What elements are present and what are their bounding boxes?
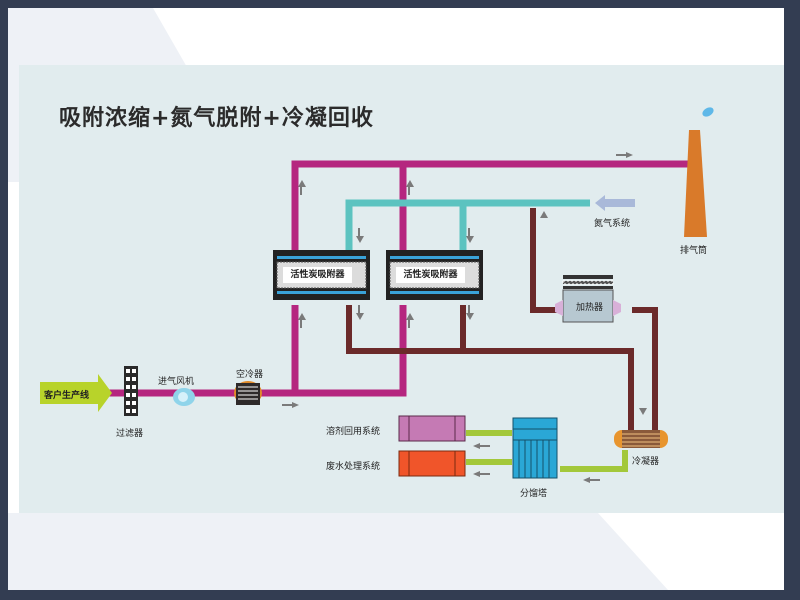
desorb-1	[346, 305, 463, 354]
arrow-down-icon	[639, 408, 647, 415]
source-arrow-icon	[40, 374, 112, 412]
exhaust-pipes	[100, 160, 695, 397]
arrow-down-icon	[466, 236, 474, 243]
liquid-pipes	[466, 430, 628, 472]
arrow-up-icon	[540, 211, 548, 218]
nitrogen-pipes	[345, 199, 590, 252]
arrow-up-icon	[406, 180, 414, 187]
arrow-up-icon	[298, 313, 306, 320]
heater-icon	[555, 275, 621, 323]
arrow-left-icon	[473, 471, 480, 477]
outlet-to-stack	[291, 160, 695, 252]
fan-icon	[173, 388, 195, 406]
smoke-icon	[702, 107, 714, 117]
heater-to-condenser	[632, 307, 658, 430]
label-source: 客户生产线	[44, 391, 90, 401]
inlet-to-adsorber2	[280, 305, 407, 397]
arrow-down-icon	[356, 313, 364, 320]
stack-icon	[684, 130, 707, 237]
filter-icon	[124, 366, 138, 416]
label-nitrogen: 氮气系统	[594, 219, 631, 229]
label-filter: 过滤器	[116, 429, 144, 439]
nitrogen-arrow-icon	[595, 195, 635, 211]
desorb-pipes	[346, 208, 658, 430]
arrow-left-icon	[473, 443, 480, 449]
arrow-up-icon	[298, 180, 306, 187]
label-fractionator: 分馏塔	[520, 489, 548, 499]
label-solvent-reuse: 溶剂回用系统	[326, 427, 381, 437]
nitrogen-main	[345, 199, 590, 252]
label-stack: 排气筒	[680, 246, 708, 256]
arrow-right-icon	[292, 402, 299, 408]
label-heater: 加热器	[576, 303, 604, 313]
solvent-reuse-tank-icon	[398, 415, 466, 442]
arrow-up-icon	[406, 313, 414, 320]
arrow-down-icon	[356, 236, 364, 243]
label-condenser: 冷凝器	[632, 457, 660, 467]
nitrogen-to-heater	[530, 208, 560, 313]
air-cooler-icon	[234, 381, 262, 405]
label-adsorber-2: 活性炭吸附器	[396, 267, 465, 283]
label-adsorber-1: 活性炭吸附器	[283, 267, 352, 283]
diagram-title: 吸附浓缩+氮气脱附+冷凝回收	[59, 106, 374, 131]
label-air-cooler: 空冷器	[236, 370, 264, 380]
label-fan: 进气风机	[158, 377, 195, 387]
label-wastewater: 废水处理系统	[326, 462, 381, 472]
condenser-icon	[614, 430, 668, 448]
condenser-to-fractionator	[560, 450, 628, 472]
arrow-left-icon	[583, 477, 590, 483]
flow-arrows	[282, 152, 647, 483]
bottom-left-shape	[8, 513, 668, 590]
fractionator-icon	[512, 417, 558, 479]
desorb-2	[460, 305, 634, 430]
arrow-down-icon	[466, 313, 474, 320]
arrow-right-icon	[626, 152, 633, 158]
wastewater-tank-icon	[398, 450, 466, 477]
